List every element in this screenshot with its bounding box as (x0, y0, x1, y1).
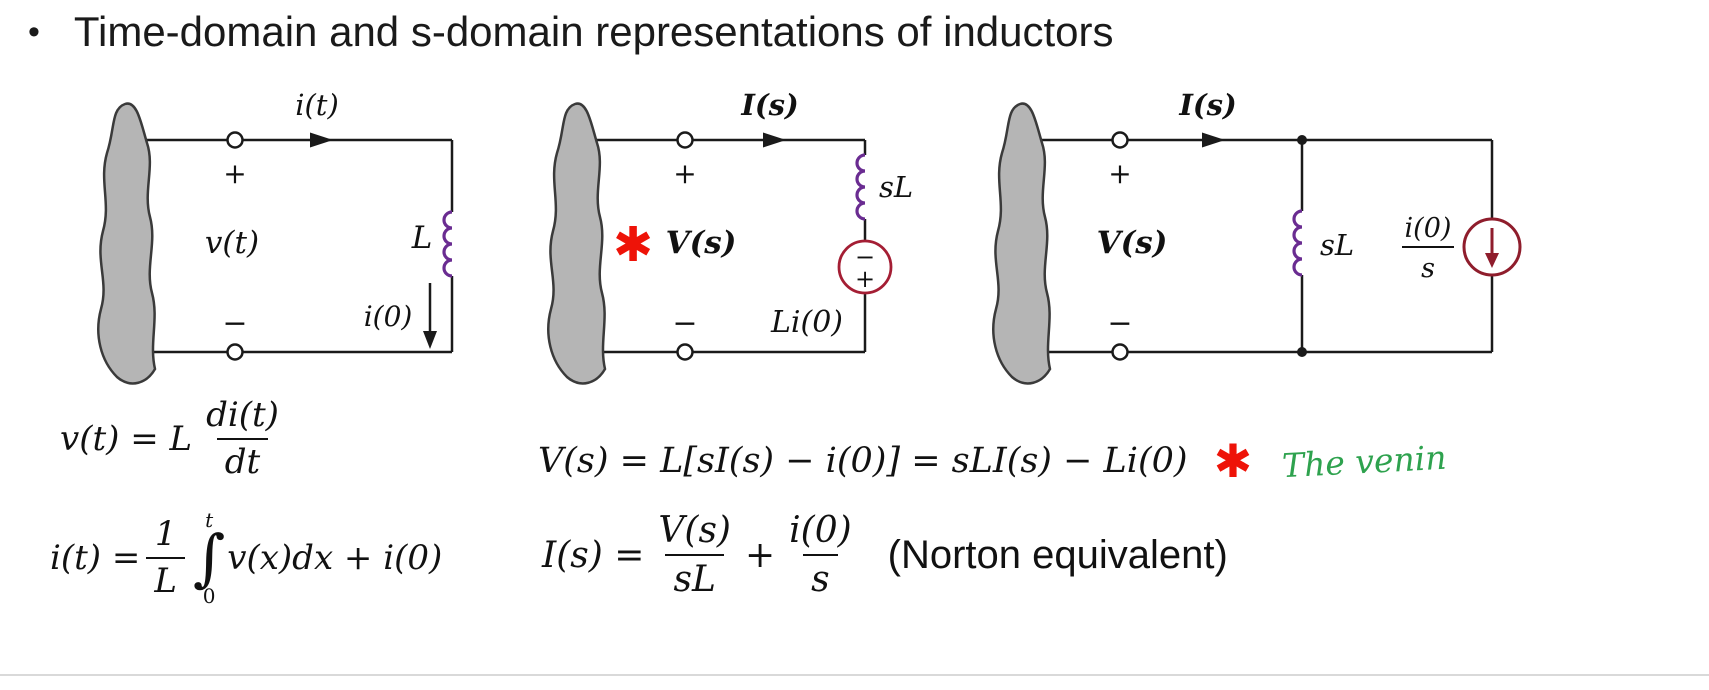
bottom-terminal (676, 343, 694, 361)
page-title: Time-domain and s-domain representations… (73, 8, 1114, 55)
slide-bottom-divider (0, 674, 1709, 676)
impedance-label: sL (879, 170, 913, 204)
bottom-terminal (226, 343, 244, 361)
equation-s-current: I(s) = V(s) sL + i(0) s (Norton equivale… (542, 510, 1228, 601)
asterisk-annotation: ✱ (1213, 434, 1253, 488)
eq3-body: V(s) = L[sI(s) − i(0)] = sLI(s) − Li(0) (538, 441, 1188, 481)
voltage-label: V(s) (1097, 225, 1168, 261)
eq2-integral-lower-limit: 0 (202, 583, 216, 608)
initial-current-label: i(0) (364, 300, 413, 333)
source-value-numerator: i(0) (1405, 213, 1452, 244)
current-label: I(s) (1178, 88, 1236, 122)
eq4-fraction-1: V(s) sL (650, 510, 739, 601)
voltage-label: v(t) (205, 225, 259, 261)
top-terminal (1111, 131, 1129, 149)
plus-sign: + (1108, 157, 1131, 190)
s-domain-series-circuit: − + I(s) + ✱ V(s) − sL Li(0) (547, 88, 913, 385)
time-domain-circuit: i(t) + v(t) − L i(0) (97, 88, 454, 385)
voltage-source-plus: + (855, 265, 875, 293)
source-value-label: Li(0) (770, 305, 843, 340)
eq4-plus-operator: + (744, 534, 776, 576)
s-domain-parallel-circuit: I(s) + V(s) − sL i(0) s (992, 88, 1522, 385)
plus-sign: + (673, 157, 696, 190)
current-label: i(t) (295, 88, 339, 122)
voltage-source (837, 239, 893, 295)
handwritten-note: The venin (1281, 437, 1448, 485)
asterisk-annotation: ✱ (613, 217, 653, 273)
equation-time-current: i(t) = 1 L t ∫ 0 v(x)dx + i(0) (50, 510, 442, 606)
eq2-coefficient-denominator: L (146, 556, 185, 601)
minus-sign: − (1107, 306, 1132, 341)
bullet-marker: • (28, 13, 40, 51)
top-terminal (676, 131, 694, 149)
equation-time-voltage: v(t) = L di(t) dt (60, 395, 293, 482)
current-arrow (763, 132, 786, 148)
eq4-lhs: I(s) = (542, 534, 645, 576)
eq2-integral: t ∫ 0 (193, 510, 225, 606)
eq2-coefficient-fraction: 1 L (146, 513, 185, 601)
inductor-coil (855, 153, 866, 221)
eq4-frac2-numerator: i(0) (789, 510, 852, 551)
top-junction-dot (1297, 135, 1307, 145)
minus-sign: − (672, 306, 697, 341)
current-arrow (310, 132, 333, 148)
top-terminal (226, 131, 244, 149)
eq4-frac1-numerator: V(s) (658, 510, 731, 551)
equation-s-voltage: V(s) = L[sI(s) − i(0)] = sLI(s) − Li(0) … (538, 434, 1448, 488)
inductor-coil (1292, 209, 1303, 277)
eq4-frac1-denominator: sL (665, 554, 724, 600)
bottom-terminal (1111, 343, 1129, 361)
integral-sign: ∫ (192, 521, 226, 594)
current-arrow (1202, 132, 1225, 148)
current-source-arrow-head (1485, 253, 1499, 268)
eq2-coefficient-numerator: 1 (154, 513, 177, 554)
eq4-fraction-2: i(0) s (781, 510, 860, 601)
inductor-coil (442, 210, 453, 278)
eq2-integral-upper-limit: t (205, 508, 214, 532)
inductance-label: L (411, 220, 433, 256)
source-network-blob (547, 102, 607, 385)
minus-sign: − (222, 306, 247, 341)
impedance-label: sL (1320, 228, 1354, 262)
eq2-lhs: i(t) = (50, 537, 141, 578)
initial-current-arrow-head (423, 331, 437, 349)
eq1-denominator: dt (216, 438, 269, 482)
norton-equivalent-note: (Norton equivalent) (887, 532, 1228, 577)
source-network-blob (992, 102, 1052, 385)
current-label: I(s) (740, 88, 798, 122)
eq1-numerator: di(t) (206, 395, 279, 435)
eq2-integrand: v(x)dx + i(0) (227, 537, 443, 578)
voltage-source-minus: − (855, 243, 875, 271)
voltage-label: V(s) (666, 225, 737, 261)
eq1-lhs: v(t) = L (60, 419, 193, 460)
bottom-junction-dot (1297, 347, 1307, 357)
eq4-frac2-denominator: s (803, 554, 838, 600)
plus-sign: + (223, 157, 246, 190)
source-network-blob (97, 102, 157, 385)
source-value-denominator: s (1421, 253, 1435, 284)
eq1-fraction: di(t) dt (198, 395, 287, 482)
title-row: • Time-domain and s-domain representatio… (28, 6, 1114, 58)
